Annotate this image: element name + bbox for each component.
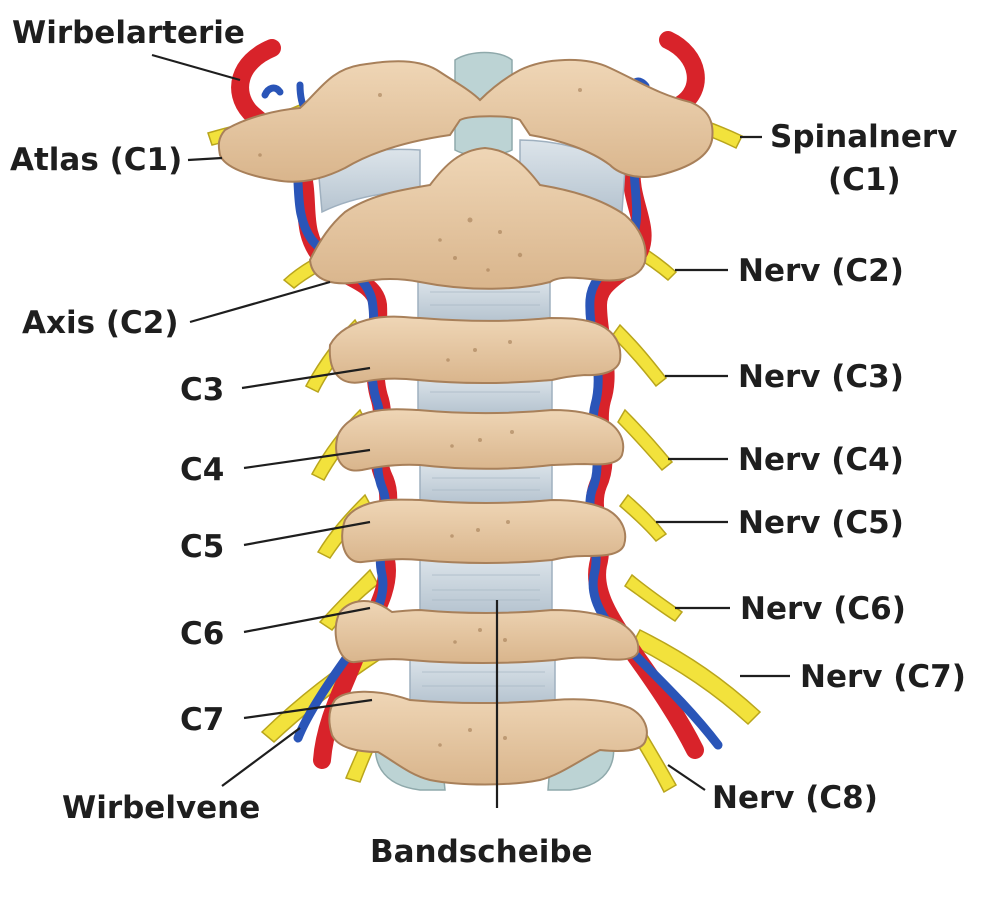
label-nerv-c8: Nerv (C8) bbox=[712, 780, 878, 816]
label-nerv-c4: Nerv (C4) bbox=[738, 442, 904, 478]
disc-texture bbox=[422, 291, 545, 687]
leader-lines bbox=[151, 53, 790, 808]
label-c5: C5 bbox=[180, 529, 224, 565]
label-c4: C4 bbox=[180, 452, 224, 488]
label-c3: C3 bbox=[180, 372, 224, 408]
label-c6: C6 bbox=[180, 616, 224, 652]
c6-vertebra bbox=[334, 600, 640, 664]
disc-c5-c6 bbox=[419, 556, 553, 614]
label-wirbelarterie: Wirbelarterie bbox=[12, 15, 245, 51]
spine-illustration bbox=[207, 31, 762, 794]
leader-nerv-c8 bbox=[667, 764, 706, 791]
label-nerv-c6: Nerv (C6) bbox=[740, 591, 906, 627]
leader-wirbelvene bbox=[221, 727, 301, 787]
c5-vertebra bbox=[341, 498, 627, 564]
label-bandscheibe: Bandscheibe bbox=[370, 834, 593, 870]
label-c7: C7 bbox=[180, 702, 224, 738]
leader-axis bbox=[189, 280, 331, 324]
label-spinalnerv-line2: (C1) bbox=[828, 162, 901, 198]
label-axis: Axis (C2) bbox=[22, 305, 179, 341]
label-nerv-c2: Nerv (C2) bbox=[738, 253, 904, 289]
label-nerv-c3: Nerv (C3) bbox=[738, 359, 904, 395]
leader-c3 bbox=[241, 366, 371, 390]
leader-c5 bbox=[243, 520, 371, 547]
leader-c6 bbox=[243, 606, 371, 634]
axis-vertebra bbox=[308, 146, 647, 290]
leader-c7 bbox=[243, 698, 373, 720]
labels: Wirbelarterie Atlas (C1) Spinalnerv (C1)… bbox=[10, 15, 966, 870]
leader-c4 bbox=[243, 448, 371, 470]
bone-texture bbox=[258, 88, 582, 747]
label-nerv-c5: Nerv (C5) bbox=[738, 505, 904, 541]
label-nerv-c7: Nerv (C7) bbox=[800, 659, 966, 695]
label-wirbelvene: Wirbelvene bbox=[62, 790, 260, 826]
atlas-vertebra bbox=[217, 59, 714, 183]
leader-atlas bbox=[187, 156, 223, 162]
c7-vertebra bbox=[328, 690, 648, 786]
label-atlas: Atlas (C1) bbox=[10, 142, 182, 178]
label-spinalnerv-line1: Spinalnerv bbox=[770, 119, 957, 155]
leader-wirbelarterie bbox=[151, 53, 241, 82]
